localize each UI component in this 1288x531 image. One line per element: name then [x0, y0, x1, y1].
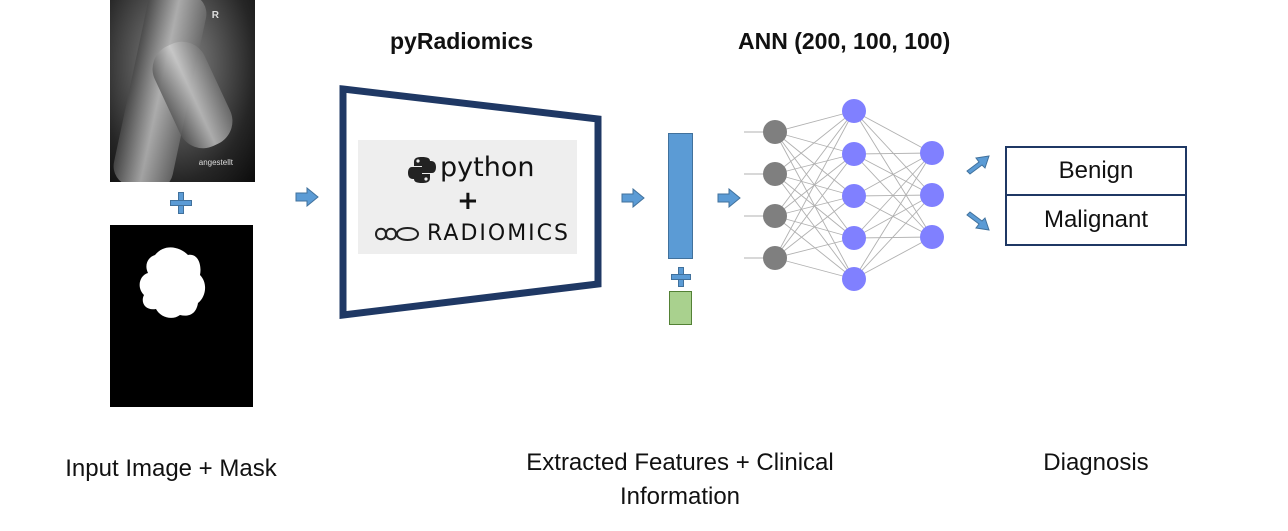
- network-edge: [774, 110, 855, 133]
- arrow-right-icon: [295, 187, 319, 207]
- plus-icon: [170, 192, 192, 214]
- network-edges: [744, 110, 933, 280]
- network-edge: [853, 152, 933, 155]
- diagnosis-caption: Diagnosis: [1043, 449, 1149, 476]
- plus-icon-2: [671, 267, 691, 287]
- hidden-node-2: [920, 183, 944, 207]
- network-edge: [774, 237, 855, 259]
- logo-plus: +: [457, 186, 479, 216]
- hidden-node-1: [842, 99, 866, 123]
- clinical-info-bar: [669, 291, 692, 325]
- features-caption-line2: Information: [619, 483, 741, 510]
- network-edge: [774, 153, 855, 259]
- features-caption: Extracted Features + Clinical Informatio…: [500, 446, 860, 514]
- arrow-down-right-icon: [966, 211, 990, 231]
- network-edge: [853, 152, 933, 239]
- neural-network-diagram: [744, 99, 944, 291]
- extractor-frame: [339, 85, 602, 319]
- hidden-node-1: [842, 226, 866, 250]
- python-logo-icon: [408, 157, 436, 183]
- hidden-node-1: [842, 267, 866, 291]
- network-edge: [774, 215, 855, 280]
- extractor-title: pyRadiomics: [390, 28, 534, 54]
- input-node: [763, 162, 787, 186]
- xray-annotation: angestellt: [198, 158, 233, 167]
- hidden-node-1: [842, 184, 866, 208]
- input-caption: Input Image + Mask: [65, 455, 277, 482]
- network-edge: [853, 110, 933, 196]
- feature-vector-bar: [668, 133, 693, 259]
- hidden-node-2: [920, 141, 944, 165]
- infinity-logo-icon: [374, 227, 420, 241]
- network-edge: [853, 152, 933, 280]
- input-node: [763, 120, 787, 144]
- mask-blob: [139, 247, 206, 318]
- input-node: [763, 204, 787, 228]
- network-edge: [853, 110, 933, 154]
- logo-panel: [358, 140, 577, 254]
- network-edge: [774, 110, 855, 259]
- network-edge: [774, 110, 855, 217]
- diagnosis-class-malignant: Malignant: [1043, 206, 1149, 233]
- diagnosis-class-benign: Benign: [1007, 148, 1185, 196]
- network-title: ANN (200, 100, 100): [738, 28, 951, 54]
- python-logo-text: python: [440, 152, 535, 183]
- network-edge: [774, 257, 855, 280]
- arrow-right-icon-2: [621, 188, 645, 208]
- hidden-node-1: [842, 142, 866, 166]
- network-nodes: [763, 99, 944, 291]
- features-caption-line1: Extracted Features + Clinical: [526, 449, 834, 476]
- network-edge: [774, 195, 855, 259]
- input-node: [763, 246, 787, 270]
- network-edge: [774, 110, 855, 175]
- radiomics-logo-text: RADIOMICS: [427, 221, 570, 246]
- network-edge: [853, 236, 933, 280]
- network-edge: [853, 194, 933, 280]
- arrow-up-right-icon: [966, 155, 990, 175]
- input-xray-image: R angestellt: [110, 0, 255, 182]
- diagnosis-table: Benign Malignant: [1005, 146, 1187, 246]
- hidden-node-2: [920, 225, 944, 249]
- xray-side-marker: R: [211, 10, 219, 21]
- arrow-right-icon-3: [717, 188, 741, 208]
- segmentation-mask-image: [110, 225, 253, 407]
- network-edge: [853, 152, 933, 197]
